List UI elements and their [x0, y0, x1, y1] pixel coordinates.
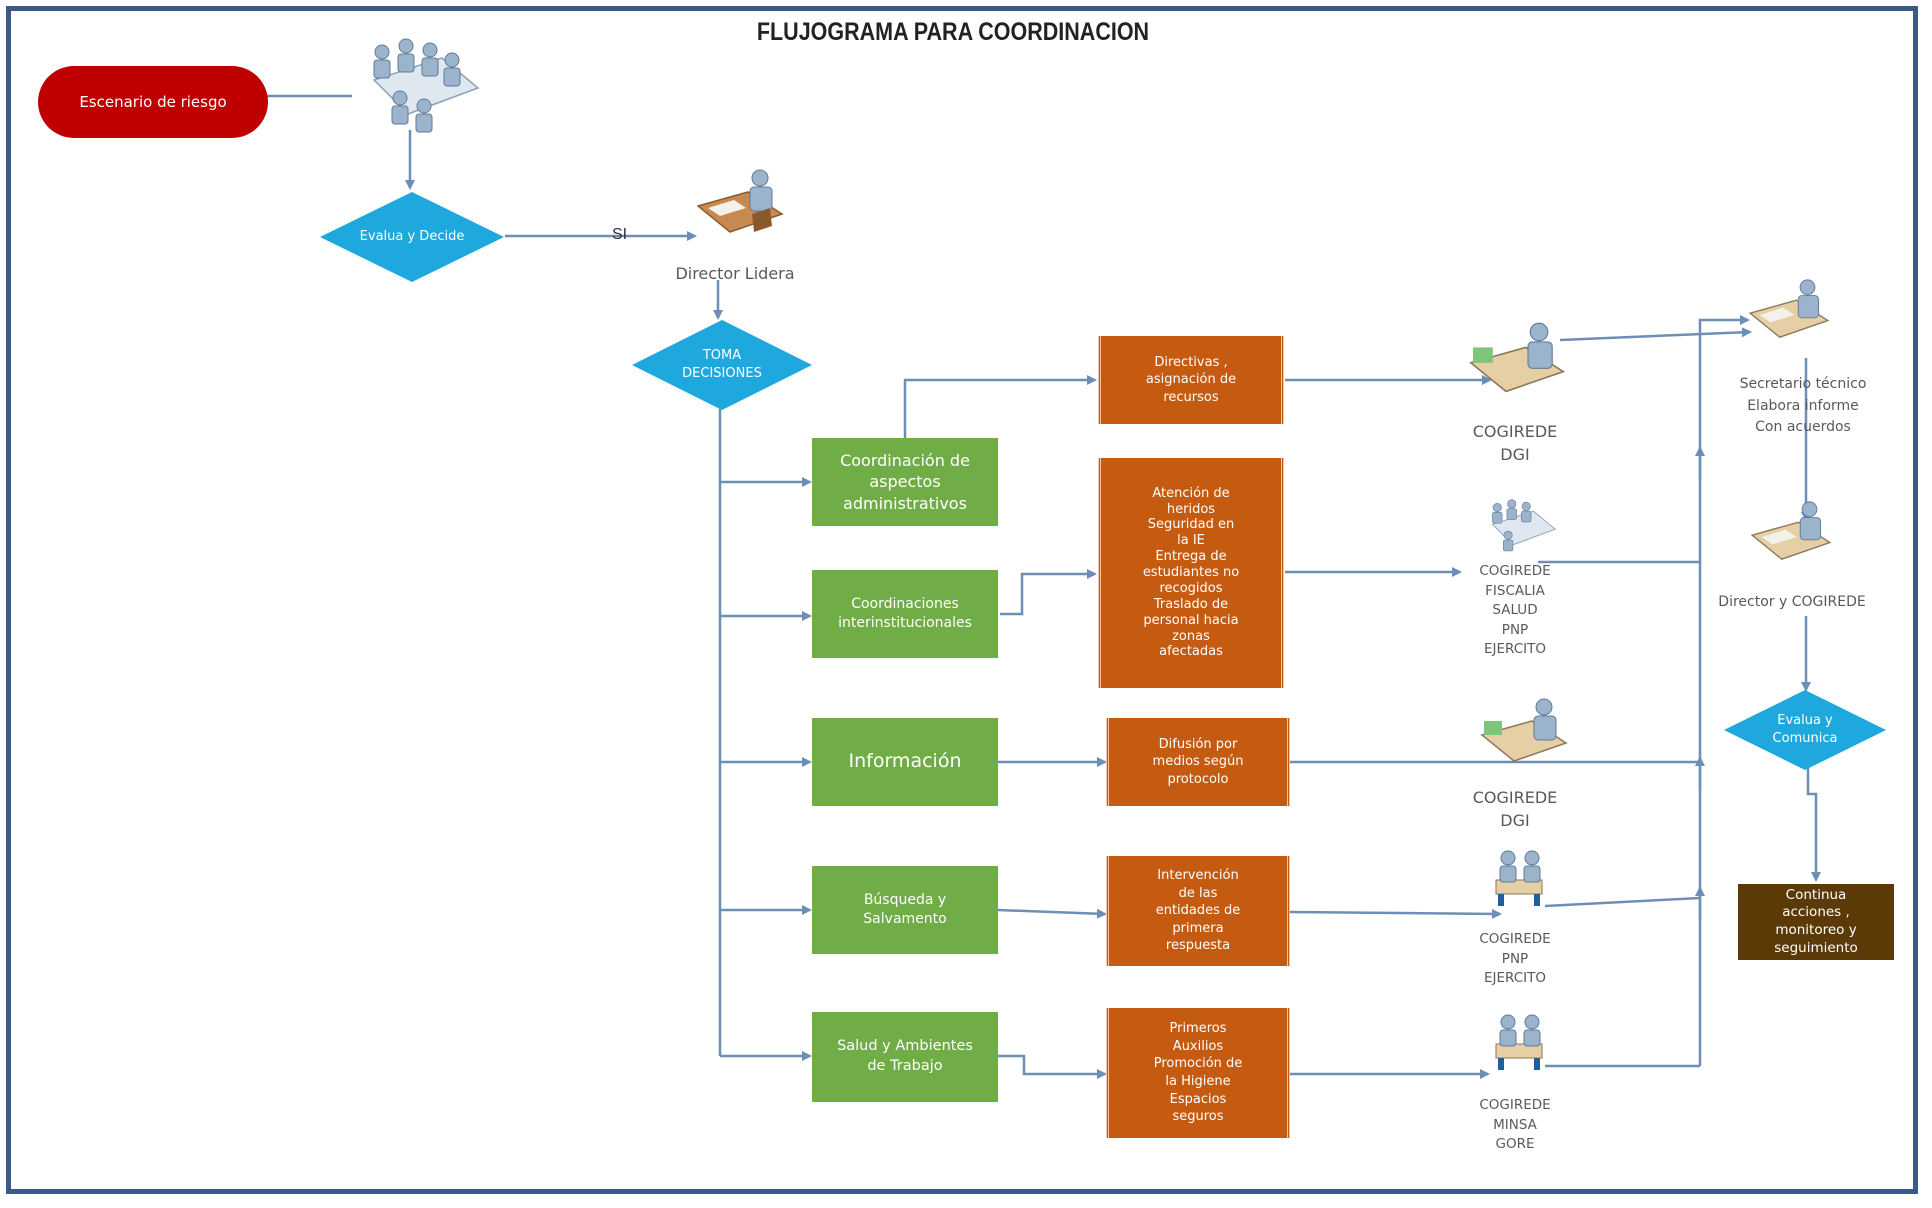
edge-pnp-right	[1544, 896, 1701, 908]
start-node: Escenario de riesgo	[38, 66, 268, 138]
edge-busqueda-to-intervencion	[997, 908, 1107, 919]
category-inter-label: Coordinaciones interinstitucionales	[838, 596, 972, 631]
desk-worker-icon	[1469, 322, 1566, 393]
table-meeting-icon	[1495, 850, 1543, 906]
action-directivas-label: Directivas , asignación de recursos	[1145, 354, 1237, 405]
decision-toma-decisiones-label: TOMA DECISIONES	[682, 347, 762, 381]
action-difusion: Difusión por medios según protocolo	[1106, 718, 1290, 806]
edge-intervencion-to-pnp	[1289, 908, 1502, 919]
page-title: FLUJOGRAMA PARA COORDINACION	[756, 18, 1150, 46]
entity-fiscalia: COGIREDE FISCALIA SALUD PNP EJERCITO	[1479, 563, 1551, 658]
desk-worker-icon	[1750, 501, 1832, 560]
action-intervencion: Intervención de las entidades de primera…	[1106, 856, 1290, 966]
action-primeros: Primeros Auxilios Promoción de la Higien…	[1106, 1008, 1290, 1138]
action-intervencion-label: Intervención de las entidades de primera…	[1155, 868, 1241, 954]
action-primeros-label: Primeros Auxilios Promoción de la Higien…	[1153, 1021, 1243, 1125]
diamond-shape	[1724, 690, 1886, 770]
diamond-shape	[320, 192, 504, 282]
category-busqueda-label: Búsqueda y Salvamento	[863, 892, 947, 927]
edge-admin-to-directivas	[903, 375, 1097, 444]
entity-minsa: COGIREDE MINSA GORE	[1479, 1097, 1551, 1153]
action-atencion-label: Atención de heridos Seguridad en la IE E…	[1142, 485, 1240, 660]
desk-worker-icon	[696, 169, 784, 233]
edge-evalua-to-continua	[1806, 768, 1821, 882]
meeting-icon	[372, 38, 480, 133]
category-busqueda: Búsqueda y Salvamento	[812, 866, 998, 954]
entity-dgi-2: COGIREDE DGI	[1472, 788, 1558, 831]
action-directivas: Directivas , asignación de recursos	[1098, 336, 1284, 424]
edge-collector-vertical	[1698, 315, 1750, 1066]
start-node-label: Escenario de riesgo	[79, 93, 227, 111]
entity-dgi-1: COGIREDE DGI	[1472, 422, 1558, 465]
decision-evalua-decide: Evalua y Decide	[320, 192, 504, 282]
category-inter: Coordinaciones interinstitucionales	[812, 570, 998, 658]
decision-evalua-comunica: Evalua y Comunica	[1724, 690, 1886, 770]
action-atencion: Atención de heridos Seguridad en la IE E…	[1098, 458, 1284, 688]
category-salud-label: Salud y Ambientes de Trabajo	[837, 1038, 973, 1074]
director-cogirede-label: Director y COGIREDE	[1718, 594, 1866, 610]
meeting-icon	[1491, 499, 1557, 552]
table-meeting-icon	[1495, 1014, 1543, 1070]
entity-pnp: COGIREDE PNP EJERCITO	[1479, 931, 1551, 987]
category-info-label: Información	[848, 750, 962, 773]
category-salud: Salud y Ambientes de Trabajo	[812, 1012, 998, 1102]
diamond-shape	[632, 320, 812, 410]
edge-inter-to-atencion	[1000, 569, 1097, 616]
action-difusion-label: Difusión por medios según protocolo	[1152, 736, 1244, 787]
secretario-label: Secretario técnico Elabora informe Con a…	[1739, 376, 1867, 436]
desk-worker-icon	[1480, 698, 1568, 762]
edge-salud-to-primeros	[998, 1054, 1107, 1079]
end-continua-label: Continua acciones , monitoreo y seguimie…	[1774, 886, 1858, 956]
desk-worker-icon	[1748, 279, 1830, 338]
category-admin-label: Coordinación de aspectos administrativos	[840, 450, 970, 513]
edge-dgi1-to-secretario	[1559, 327, 1752, 342]
end-continua: Continua acciones , monitoreo y seguimie…	[1738, 884, 1894, 960]
director-lidera-label: Director Lidera	[675, 264, 795, 283]
category-admin: Coordinación de aspectos administrativos	[812, 438, 998, 526]
decision-evalua-comunica-label: Evalua y Comunica	[1772, 712, 1838, 746]
decision-evalua-decide-label: Evalua y Decide	[359, 228, 465, 244]
yes-label: SI	[612, 226, 628, 243]
category-info: Información	[812, 718, 998, 806]
decision-toma-decisiones: TOMA DECISIONES	[632, 320, 812, 410]
